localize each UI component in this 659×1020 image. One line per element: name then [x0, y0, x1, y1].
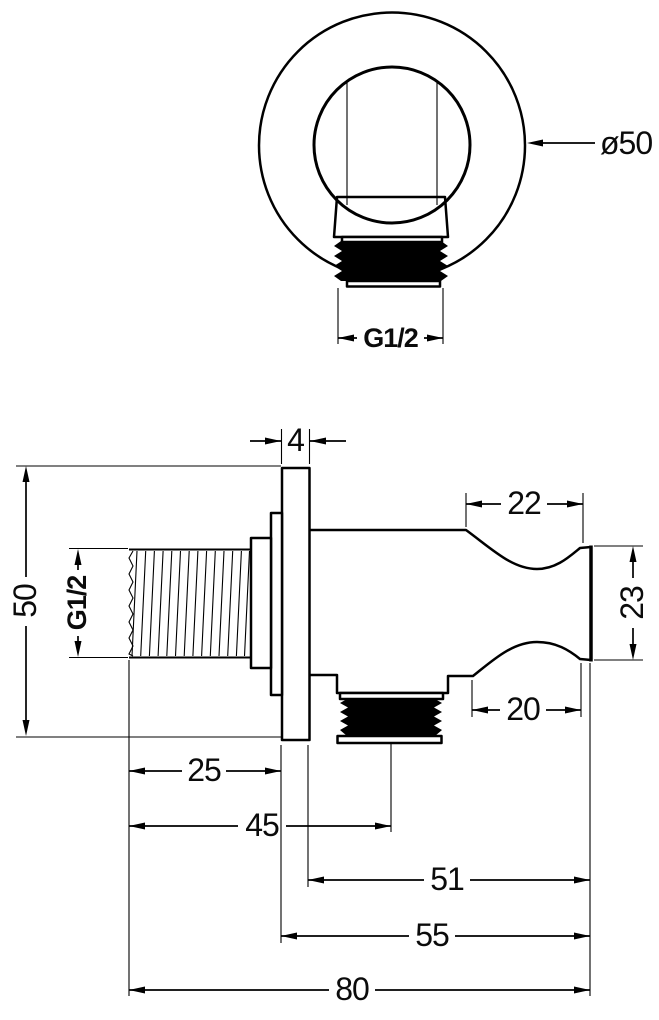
- arrowhead: [74, 641, 82, 657]
- outlet-thread-tip-side: [336, 734, 443, 745]
- arrowhead: [629, 644, 637, 660]
- dimension-label-50: 50: [7, 584, 43, 618]
- dimension-inlet-length: 25: [129, 752, 281, 788]
- arrowhead: [629, 546, 637, 562]
- dimension-length-51: 51: [308, 861, 590, 897]
- dimension-label-4: 4: [287, 422, 304, 458]
- arrowhead: [427, 334, 443, 342]
- arrowhead: [574, 986, 590, 994]
- dimension-inlet-thread: G1/2: [62, 547, 128, 659]
- outlet-thread-side: [340, 699, 442, 736]
- dimension-holder-bottom-width: 20: [471, 663, 582, 727]
- dimension-label-diameter: ø50: [600, 125, 652, 161]
- holder-inner-circle: [312, 65, 472, 225]
- wall-plate: [280, 466, 311, 742]
- dimension-label-23: 23: [614, 586, 650, 620]
- thread-start-edge: [128, 550, 134, 657]
- dimension-label-80: 80: [335, 971, 369, 1007]
- dimension-label-45: 45: [245, 807, 279, 843]
- dimension-plate-thickness: 4: [250, 422, 346, 464]
- arrowhead: [129, 822, 145, 830]
- arrowhead: [22, 466, 30, 482]
- inlet-body: [249, 536, 273, 670]
- side-view: 4 50 G1/2: [7, 422, 650, 1007]
- dimension-label-front-thread: G1/2: [363, 323, 418, 353]
- dimension-overall-length: 80: [129, 971, 590, 1007]
- dimension-label-25: 25: [187, 752, 221, 788]
- inlet-thread: [128, 548, 251, 659]
- holder-body-outline: [307, 528, 593, 695]
- plate-flange: [269, 511, 284, 697]
- dimension-plate-height: 50: [7, 465, 281, 738]
- outlet-thread-tip: [345, 279, 442, 288]
- arrowhead: [574, 932, 590, 940]
- arrowhead: [574, 876, 590, 884]
- dimension-label-22: 22: [507, 485, 541, 521]
- front-view: ø50 G1/2: [257, 11, 653, 353]
- dimension-length-55: 55: [281, 917, 590, 953]
- arrowhead: [375, 822, 391, 830]
- dimension-label-20: 20: [506, 691, 540, 727]
- outlet-shoulder: [338, 691, 445, 701]
- arrowhead: [129, 767, 145, 775]
- arrowhead: [472, 706, 488, 714]
- dimension-holder-top-width: 22: [465, 485, 584, 543]
- dimension-diameter-50: ø50: [527, 125, 653, 161]
- arrowhead: [74, 549, 82, 565]
- outlet-stub: [332, 195, 450, 239]
- arrowhead: [567, 500, 583, 508]
- arrowhead: [310, 437, 326, 445]
- arrowhead: [265, 437, 281, 445]
- dimension-holder-face-height: 23: [594, 545, 650, 661]
- dimension-label-51: 51: [430, 861, 464, 897]
- dimension-front-thread: G1/2: [337, 288, 444, 353]
- arrowhead: [281, 932, 297, 940]
- arrowhead: [265, 767, 281, 775]
- arrowhead: [527, 139, 543, 147]
- arrowhead: [338, 334, 354, 342]
- dimension-label-inlet-thread: G1/2: [62, 576, 92, 631]
- thread-hatching: [131, 550, 251, 657]
- dimension-outlet-offset: 45: [129, 807, 391, 843]
- arrowhead: [308, 876, 324, 884]
- outlet-thread-front: [334, 241, 448, 281]
- arrowhead: [565, 706, 581, 714]
- arrowhead: [22, 720, 30, 736]
- arrowhead: [466, 500, 482, 508]
- dimension-label-55: 55: [415, 917, 449, 953]
- arrowhead: [129, 986, 145, 994]
